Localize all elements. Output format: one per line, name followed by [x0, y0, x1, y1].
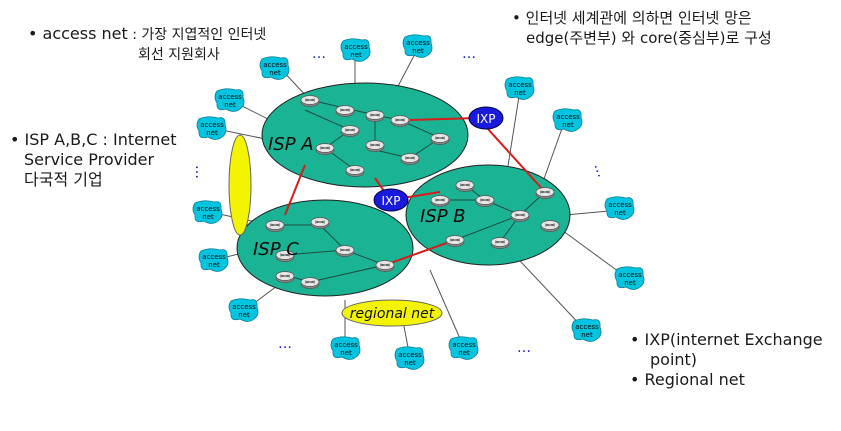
access-net-label-bottom: net: [514, 89, 526, 97]
isp-annotation: • ISP A,B,C : Internet Service Provider …: [10, 130, 177, 190]
bullet-icon: •: [10, 130, 20, 149]
access-net-annotation: • access net : 가장 지엽적인 인터넷 회선 지원회사: [28, 24, 266, 65]
access-net-label-top: access: [556, 113, 580, 121]
access-net-label-top: access: [200, 121, 224, 129]
internet-view-line1: • 인터넷 세계관에 의하면 인터넷 망은: [512, 9, 752, 27]
ellipsis-top-left: …: [312, 46, 326, 62]
ellipsis-bottom-right: …: [517, 340, 531, 356]
ellipsis-right: …: [590, 161, 610, 180]
access-net-label-bottom: net: [404, 359, 416, 367]
access-net-term: access net: [42, 24, 128, 43]
access-net-label-bottom: net: [624, 279, 636, 287]
bullet-icon: •: [630, 370, 640, 389]
ellipsis-markers: … … … … … …: [192, 46, 610, 356]
access-net-label-top: access: [406, 39, 430, 47]
ixp-label: IXP: [477, 112, 496, 126]
isp-a-label: ISP A: [268, 134, 314, 155]
regional-vertical-ellipse: [228, 134, 252, 236]
isp-term: ISP A,B,C: [24, 130, 98, 149]
legend-annotation: • IXP(internet Exchange point) • Regiona…: [630, 330, 823, 390]
regional-net-node: regional net: [341, 299, 443, 327]
internet-view-line2: edge(주변부) 와 core(중심부)로 구성: [526, 29, 772, 47]
isp-line1: • ISP A,B,C : Internet: [10, 130, 177, 149]
legend-regional-line: • Regional net: [630, 370, 745, 389]
ixp-label: IXP: [382, 194, 401, 208]
access-net-label-top: access: [452, 341, 476, 349]
access-net-label-bottom: net: [614, 209, 626, 217]
regional-net-label: regional net: [350, 306, 435, 322]
isp-b-label: ISP B: [420, 206, 466, 227]
internet-view-annotation: • 인터넷 세계관에 의하면 인터넷 망은 edge(주변부) 와 core(중…: [512, 8, 772, 48]
isp-c-label: ISP C: [253, 239, 299, 260]
access-net-label-bottom: net: [238, 311, 250, 319]
access-net-label-top: access: [218, 93, 242, 101]
access-net-label-bottom: net: [458, 349, 470, 357]
isp-desc-2: Service Provider: [24, 150, 155, 169]
access-net-label-bottom: net: [340, 349, 352, 357]
access-net-label-top: access: [344, 43, 368, 51]
access-net-label-top: access: [575, 323, 599, 331]
ellipsis-bottom-left: …: [278, 336, 292, 352]
access-nets: accessnetaccessnetaccessnetaccessnetacce…: [192, 34, 645, 370]
access-net-label-bottom: net: [206, 129, 218, 137]
isp-desc-3: 다국적 기업: [24, 170, 103, 189]
access-net-label-top: access: [232, 303, 256, 311]
access-net-label-top: access: [508, 81, 532, 89]
access-net-label-top: access: [608, 201, 632, 209]
access-net-label-bottom: net: [562, 121, 574, 129]
bullet-icon: •: [28, 24, 38, 43]
ixp-node-top: IXP: [468, 106, 504, 130]
bullet-icon: •: [512, 9, 521, 27]
access-net-label-bottom: net: [350, 51, 362, 59]
access-net-label-top: access: [202, 253, 226, 261]
access-net-label-top: access: [618, 271, 642, 279]
access-net-label-bottom: net: [412, 47, 424, 55]
access-net-label-bottom: net: [208, 261, 220, 269]
access-net-label-bottom: net: [224, 101, 236, 109]
peering-links: [284, 117, 546, 266]
bullet-icon: •: [630, 330, 640, 349]
ellipsis-left: …: [192, 165, 208, 179]
access-net-label-top: access: [196, 205, 220, 213]
access-net-label-bottom: net: [269, 69, 281, 77]
ellipsis-top-right: …: [462, 46, 476, 62]
access-net-label-bottom: net: [202, 213, 214, 221]
legend-ixp-line: • IXP(internet Exchange: [630, 330, 823, 349]
access-net-desc-2: 회선 지원회사: [138, 47, 220, 63]
access-net-label-top: access: [398, 351, 422, 359]
access-net-label-top: access: [263, 61, 287, 69]
access-net-line1: • access net : 가장 지엽적인 인터넷: [28, 24, 266, 43]
access-net-label-top: access: [334, 341, 358, 349]
ixp-node-middle: IXP: [373, 188, 409, 212]
access-net-desc-1: : 가장 지엽적인 인터넷: [127, 27, 267, 43]
isp-desc-1: : Internet: [97, 130, 177, 149]
legend-ixp-cont: point): [650, 350, 698, 369]
access-net-label-bottom: net: [581, 331, 593, 339]
